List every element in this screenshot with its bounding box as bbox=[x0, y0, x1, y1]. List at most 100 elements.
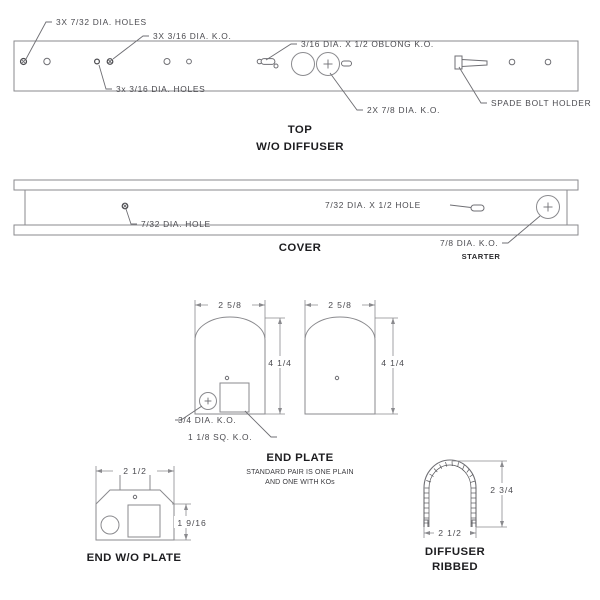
leader-cover-ko-7-8 bbox=[502, 215, 541, 244]
end-plate-ko-3-4 bbox=[199, 392, 217, 410]
dim-arrow-dif-a bbox=[500, 461, 504, 467]
end-plate-left-width-text: 2 5/8 bbox=[218, 300, 242, 310]
leader-holes-7-32 bbox=[25, 21, 52, 60]
dim-arrow-left-a bbox=[195, 303, 201, 307]
diffuser-title-line1: DIFFUSER bbox=[425, 546, 485, 558]
dim-text-mask-f bbox=[174, 516, 210, 528]
end-wo-plate-square-ko bbox=[127, 504, 161, 538]
end-plate-left-height-text: 4 1/4 bbox=[268, 358, 292, 368]
end-plate-subtitle-line2: AND ONE WITH KOs bbox=[265, 479, 335, 486]
end-wo-plate-height-text: 1 9/16 bbox=[177, 518, 206, 528]
hole-round-right-a bbox=[508, 58, 516, 66]
diffuser-outer-profile bbox=[423, 459, 477, 527]
diffuser-leg-left bbox=[423, 519, 429, 527]
note-oblong-ko: 3/16 DIA. X 1/2 OBLONG K.O. bbox=[301, 39, 434, 49]
leader-oblong-ko bbox=[265, 43, 297, 61]
hole-round-oblong-right bbox=[273, 63, 279, 69]
note-cover-hole-7-32: 7/32 DIA. HOLE bbox=[141, 219, 211, 229]
dim-arrow-ewp-d bbox=[184, 534, 188, 540]
note-holes-7-32: 3X 7/32 DIA. HOLES bbox=[56, 17, 147, 27]
cover-hole-cross-2 bbox=[122, 203, 128, 209]
dim-arrow-ewp-c bbox=[184, 504, 188, 510]
leader-cover-hole-7-32 bbox=[125, 208, 137, 225]
top-view-title-line2: W/O DIFFUSER bbox=[256, 141, 344, 153]
diffuser-inner-profile bbox=[428, 464, 472, 527]
hole-cross-2 bbox=[21, 59, 26, 64]
end-plate-right-outline bbox=[304, 316, 376, 415]
diffuser-height-text: 2 3/4 bbox=[490, 485, 514, 495]
dim-arrow-right-b bbox=[369, 303, 375, 307]
diffuser-ribbed-view: 2 3/4 2 1/2 DIFFUSER RIBBED bbox=[423, 459, 520, 573]
end-plate-title: END PLATE bbox=[266, 452, 333, 464]
spade-bolt-holder-head bbox=[454, 55, 463, 70]
note-cover-oblong-hole: 7/32 DIA. X 1/2 HOLE bbox=[325, 200, 421, 210]
diffuser-title-line2: RIBBED bbox=[432, 561, 478, 573]
top-view-body-outline bbox=[13, 40, 579, 92]
dim-arrow-left-d bbox=[278, 408, 282, 414]
oblong-small-right bbox=[341, 60, 352, 67]
leader-cover-oblong bbox=[449, 204, 472, 208]
end-plate-title-block: END PLATE STANDARD PAIR IS ONE PLAIN AND… bbox=[246, 452, 354, 486]
hole-round-mid-a bbox=[163, 58, 171, 65]
dim-arrow-dif-d bbox=[470, 531, 476, 535]
end-wo-plate-width-text: 2 1/2 bbox=[123, 466, 147, 476]
note-ko-7-8: 2X 7/8 DIA. K.O. bbox=[367, 105, 440, 115]
leader-ko-square bbox=[244, 410, 277, 438]
leader-holes-3-16 bbox=[98, 64, 112, 90]
dim-arrow-dif-b bbox=[500, 521, 504, 527]
end-plate-right-center-hole bbox=[334, 375, 340, 381]
end-plate-subtitle-line1: STANDARD PAIR IS ONE PLAIN bbox=[246, 469, 354, 476]
diffuser-width-text: 2 1/2 bbox=[438, 528, 462, 538]
oblong-ko-slot bbox=[260, 58, 276, 65]
dim-text-mask-h bbox=[434, 525, 470, 537]
note-cover-ko-7-8: 7/8 DIA. K.O. bbox=[440, 238, 498, 248]
hole-round-mid-b bbox=[186, 58, 192, 65]
dim-arrow-right-a bbox=[305, 303, 311, 307]
end-wo-plate-title: END W/O PLATE bbox=[87, 552, 182, 564]
dim-text-mask-a bbox=[208, 297, 252, 309]
cover-view-title: COVER bbox=[279, 242, 322, 254]
dim-text-mask-b bbox=[266, 356, 296, 368]
dim-text-mask-d bbox=[379, 356, 409, 368]
cover-upper-flange bbox=[13, 179, 579, 191]
cover-oblong-hole bbox=[470, 204, 485, 212]
spade-bolt-holder-shaft bbox=[461, 58, 488, 68]
leader-spade-bolt bbox=[458, 66, 487, 104]
ko-7-8-dia-plain bbox=[291, 52, 315, 76]
note-cover-starter: STARTER bbox=[462, 252, 501, 261]
note-spade-bolt: SPADE BOLT HOLDER bbox=[491, 98, 591, 108]
end-plate-right-height-text: 4 1/4 bbox=[381, 358, 405, 368]
dim-arrow-ewp-b bbox=[168, 469, 174, 473]
note-holes-3-16: 3x 3/16 DIA. HOLES bbox=[116, 84, 205, 94]
cover-ko-7-8 bbox=[536, 195, 560, 219]
dim-arrow-ewp-a bbox=[96, 469, 102, 473]
dim-arrow-dif-c bbox=[424, 531, 430, 535]
ko-cross-2 bbox=[107, 59, 113, 64]
end-wo-plate-view: 2 1/2 1 9/16 END W/O PLATE bbox=[87, 463, 210, 564]
end-plate-right-width-text: 2 5/8 bbox=[328, 300, 352, 310]
end-plate-left: 2 5/8 4 1/4 3/4 DIA. K.O. 1 1/8 SQ. K.O. bbox=[175, 297, 296, 442]
dim-arrow-left-c bbox=[278, 318, 282, 324]
top-view: 3X 7/32 DIA. HOLES 3X 3/16 DIA. K.O. 3x … bbox=[13, 17, 591, 153]
leader-ko-3-16 bbox=[112, 35, 149, 60]
end-wo-plate-small-hole bbox=[132, 494, 138, 500]
end-plate-left-outline bbox=[194, 316, 266, 415]
end-plate-left-center-hole bbox=[224, 375, 230, 381]
top-view-title-line1: TOP bbox=[288, 124, 312, 136]
note-ko-3-4: 3/4 DIA. K.O. bbox=[178, 415, 236, 425]
hole-round-right-b bbox=[544, 58, 552, 66]
diffuser-ribs bbox=[424, 461, 476, 524]
end-plate-right: 2 5/8 4 1/4 bbox=[304, 297, 409, 415]
note-ko-square: 1 1/8 SQ. K.O. bbox=[188, 432, 252, 442]
end-wo-plate-round-ko bbox=[100, 515, 120, 535]
leader-ko-7-8 bbox=[329, 72, 363, 111]
end-plate-ko-square bbox=[219, 382, 250, 413]
dim-arrow-right-c bbox=[391, 318, 395, 324]
dim-text-mask-g bbox=[484, 483, 520, 495]
hole-round-left bbox=[43, 57, 51, 66]
ko-7-8-dia-cross bbox=[316, 52, 340, 76]
diffuser-leg-right bbox=[471, 519, 477, 527]
cover-view: 7/32 DIA. HOLE 7/32 DIA. X 1/2 HOLE 7/8 … bbox=[13, 179, 579, 261]
